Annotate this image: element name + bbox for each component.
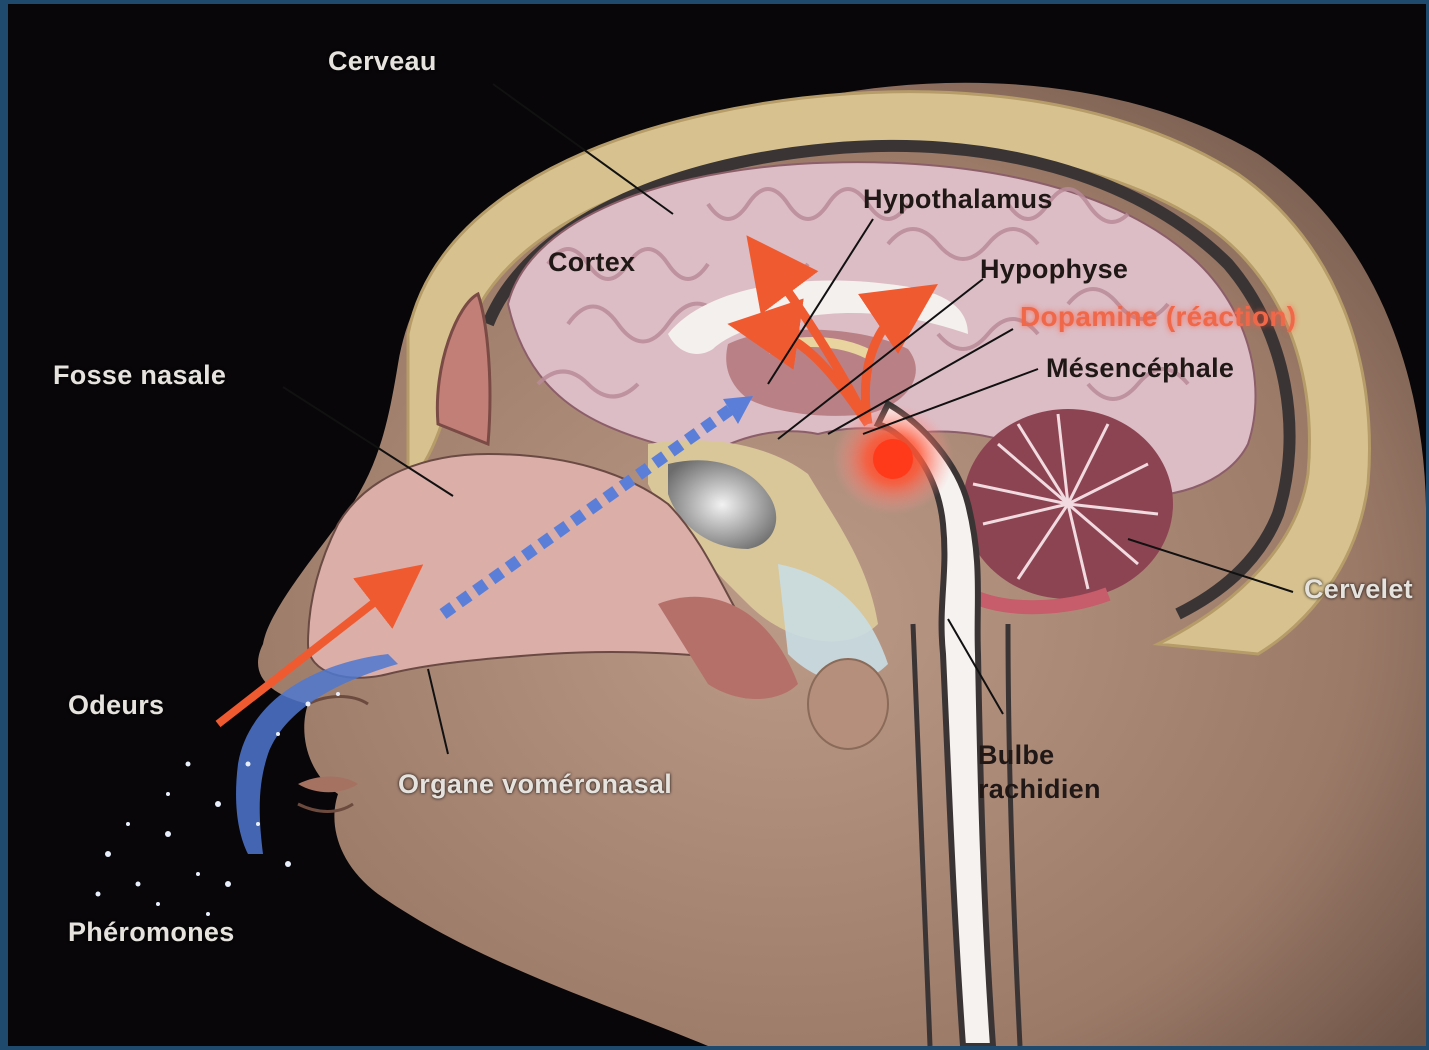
label-hypothalamus: Hypothalamus (863, 184, 1053, 215)
label-odeurs: Odeurs (68, 690, 164, 721)
label-bulbe-line1: Bulbe (978, 738, 1101, 772)
label-cortex: Cortex (548, 247, 635, 278)
label-cerveau: Cerveau (328, 46, 437, 77)
label-pheromones: Phéromones (68, 917, 235, 948)
label-cervelet: Cervelet (1304, 574, 1413, 605)
label-hypophyse: Hypophyse (980, 254, 1128, 285)
label-organe-vomeronasal: Organe voméronasal (398, 769, 672, 800)
label-dopamine: Dopamine (réaction) (1020, 301, 1296, 333)
label-mesencephale: Mésencéphale (1046, 353, 1234, 384)
pheromone-particles (96, 692, 341, 916)
diagram-frame: Cerveau Cortex Hypothalamus Hypophyse Do… (8, 4, 1426, 1046)
label-bulbe-rachidien: Bulbe rachidien (978, 738, 1101, 806)
label-fosse-nasale: Fosse nasale (53, 360, 226, 391)
label-bulbe-line2: rachidien (978, 772, 1101, 806)
head-sagittal-section (8, 4, 1426, 1046)
